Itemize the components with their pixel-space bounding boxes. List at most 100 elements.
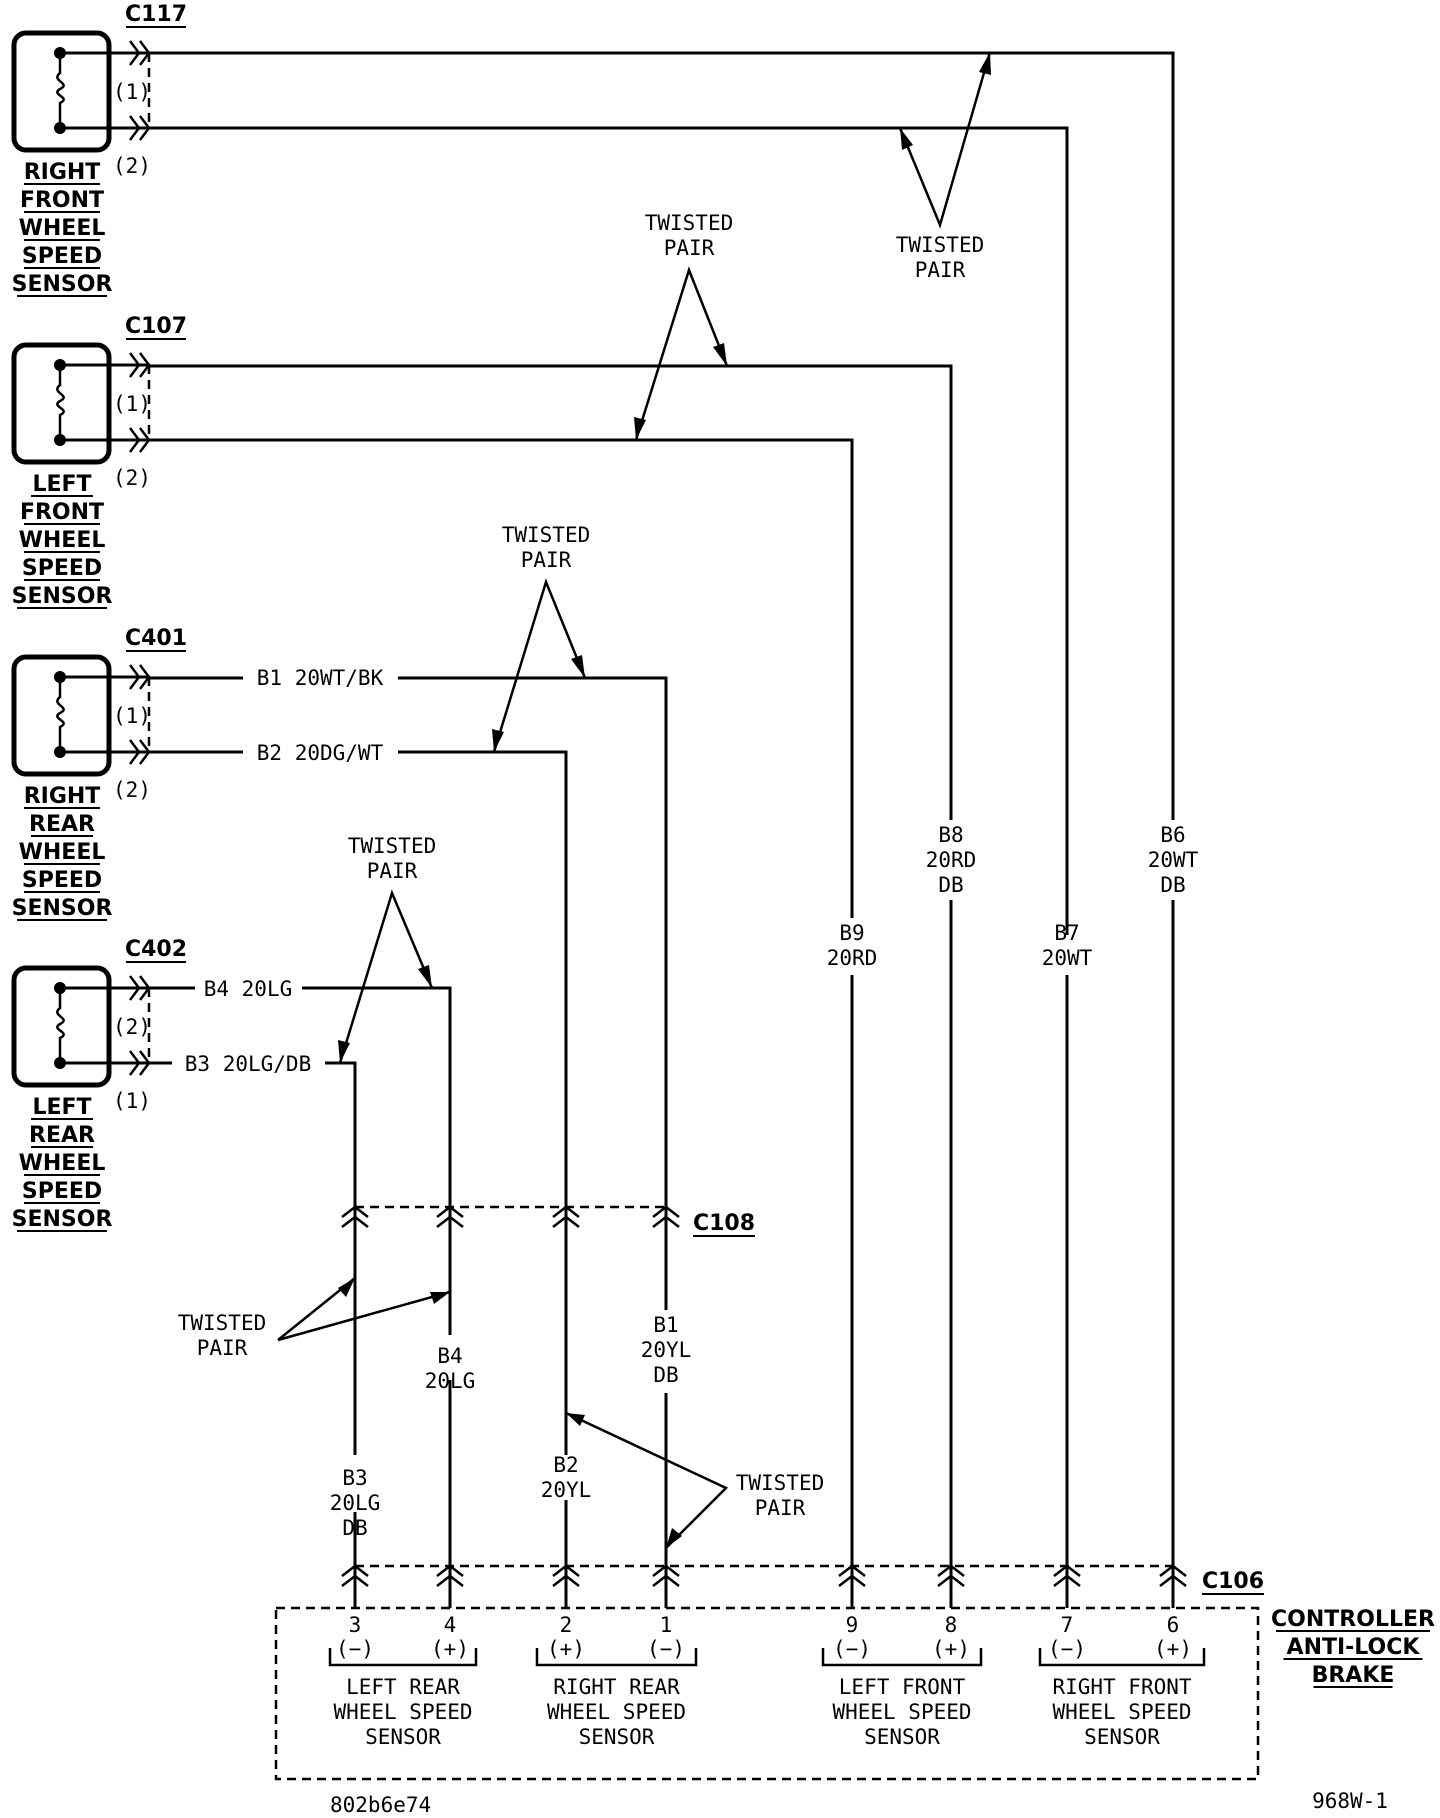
connector-chevron-icon (937, 1564, 965, 1577)
connector-chevron-icon (139, 115, 151, 141)
controller-pin-polarity: (−) (1048, 1637, 1086, 1661)
pin-label: (1) (113, 704, 151, 728)
vertical-wire-label: B2 (553, 1453, 578, 1477)
controller-pin-number: 3 (349, 1613, 362, 1637)
vertical-wire-label: 20LG (330, 1491, 381, 1515)
sensor-name-line: REAR (29, 1123, 95, 1148)
pin-label: (2) (113, 778, 151, 802)
wires (150, 51, 1260, 1781)
pin-group-bracket (328, 1648, 478, 1667)
sensor-body (11, 965, 112, 1088)
controller-pin-number: 1 (660, 1613, 673, 1637)
connector-chevron-icon (1159, 1564, 1187, 1577)
connector-chevron-icon (1159, 1574, 1187, 1587)
controller-pin-number: 6 (1167, 1613, 1180, 1637)
controller-pin-number: 8 (945, 1613, 958, 1637)
connector-chevron-icon (139, 1050, 151, 1076)
wire-b7 (150, 126, 1069, 935)
connector-chevron-icon (436, 1205, 464, 1218)
pin-group-bracket (535, 1648, 698, 1667)
connector-chevron-icon (436, 1574, 464, 1587)
connector-label: C117 (125, 2, 187, 27)
twisted-pair-arrows (277, 51, 992, 1549)
controller-pin-polarity: (−) (647, 1637, 685, 1661)
sensor-body (11, 654, 112, 777)
wire-b9 (150, 438, 854, 918)
pin-group-label: SENSOR (579, 1725, 655, 1749)
twisted-pair-arrow-lower-right (565, 1411, 729, 1549)
twisted-pair-label: PAIR (197, 1336, 248, 1360)
controller-pin-number: 9 (846, 1613, 859, 1637)
connector-chevron-icon (129, 664, 141, 690)
vertical-wire-label: B3 (342, 1466, 367, 1490)
sensor-name-line: SPEED (22, 244, 102, 269)
vertical-wire-label: DB (342, 1516, 367, 1540)
connector-chevron-icon (652, 1205, 680, 1218)
connector-chevron-icon (341, 1205, 369, 1218)
connector-chevron-icon (129, 40, 141, 66)
connector-label-c106: C106 (1202, 1569, 1264, 1594)
connector-chevron-icon (652, 1574, 680, 1587)
twisted-pair-label: TWISTED (645, 211, 734, 235)
vertical-wire-label: DB (938, 873, 963, 897)
twisted-pair-arrow-lower-left (277, 1277, 451, 1342)
coil-icon (56, 53, 65, 128)
pin-label: (2) (113, 466, 151, 490)
pin-group-label: SENSOR (864, 1725, 940, 1749)
sensor-name-line: RIGHT (24, 784, 101, 809)
vertical-wire-label: 20LG (425, 1369, 476, 1393)
connector-label-c108: C108 (693, 1211, 755, 1236)
sensor-name-line: LEFT (32, 1095, 91, 1120)
pin-group-label: WHEEL SPEED (1052, 1700, 1191, 1724)
vertical-wire-label: B4 (437, 1344, 462, 1368)
connector-chevron-icon (652, 1215, 680, 1228)
controller-name-line: ANTI-LOCK (1287, 1635, 1421, 1660)
pin-label: (2) (113, 154, 151, 178)
pin-group-label: WHEEL SPEED (832, 1700, 971, 1724)
connector-chevron-icon (838, 1574, 866, 1587)
sensor-name-line: WHEEL (19, 840, 106, 865)
pin-group-label: RIGHT REAR (553, 1675, 680, 1699)
wire-label: B2 20DG/WT (257, 741, 384, 765)
vertical-wire-label: B8 (938, 823, 963, 847)
twisted-pair-label: TWISTED (348, 834, 437, 858)
sensor-name-line: SPEED (22, 1179, 102, 1204)
twisted-pair-arrow-c401 (492, 578, 587, 753)
pin-group-label: LEFT FRONT (839, 1675, 966, 1699)
coil-icon (56, 988, 65, 1063)
controller-pin-number: 7 (1061, 1613, 1074, 1637)
twisted-pair-label: TWISTED (896, 233, 985, 257)
controller-pin-number: 4 (444, 1613, 457, 1637)
wire-label: B3 20LG/DB (185, 1052, 311, 1076)
connector-chevron-icon (129, 352, 141, 378)
vertical-wire-label: DB (1160, 873, 1185, 897)
pin-group-bracket (1038, 1648, 1206, 1667)
pin-label: (1) (113, 392, 151, 416)
wire-b2 (398, 750, 568, 1211)
controller-name-line: BRAKE (1312, 1663, 1395, 1688)
vertical-wire-label: 20RD (827, 946, 878, 970)
connector-chevron-icon (129, 115, 141, 141)
pin-group-label: WHEEL SPEED (333, 1700, 472, 1724)
connector-chevron-icon (341, 1564, 369, 1577)
twisted-pair-arrow-c117 (898, 51, 992, 229)
connector-chevron-icon (129, 975, 141, 1001)
controller-pin-polarity: (+) (1154, 1637, 1192, 1661)
sensor-name-line: RIGHT (24, 160, 101, 185)
vertical-wire-label: B1 (653, 1313, 678, 1337)
controller-name-line: CONTROLLER (1271, 1607, 1435, 1632)
twisted-pair-label: PAIR (664, 236, 715, 260)
twisted-pair-label: TWISTED (736, 1471, 825, 1495)
diagram-text-layer: C117(1)(2)RIGHTFRONTWHEELSPEEDSENSORC107… (11, 2, 1435, 1817)
controller-pin-polarity: (−) (833, 1637, 871, 1661)
pin-label: (2) (113, 1015, 151, 1039)
connector-chevron-icon (139, 739, 151, 765)
coil-icon (56, 365, 65, 440)
connector-chevron-icon (838, 1564, 866, 1577)
sensor-name-line: WHEEL (19, 216, 106, 241)
connector-chevron-icon (552, 1574, 580, 1587)
pin-group-label: RIGHT FRONT (1052, 1675, 1191, 1699)
wire-b6 (150, 51, 1175, 820)
connector-chevron-icon (436, 1564, 464, 1577)
